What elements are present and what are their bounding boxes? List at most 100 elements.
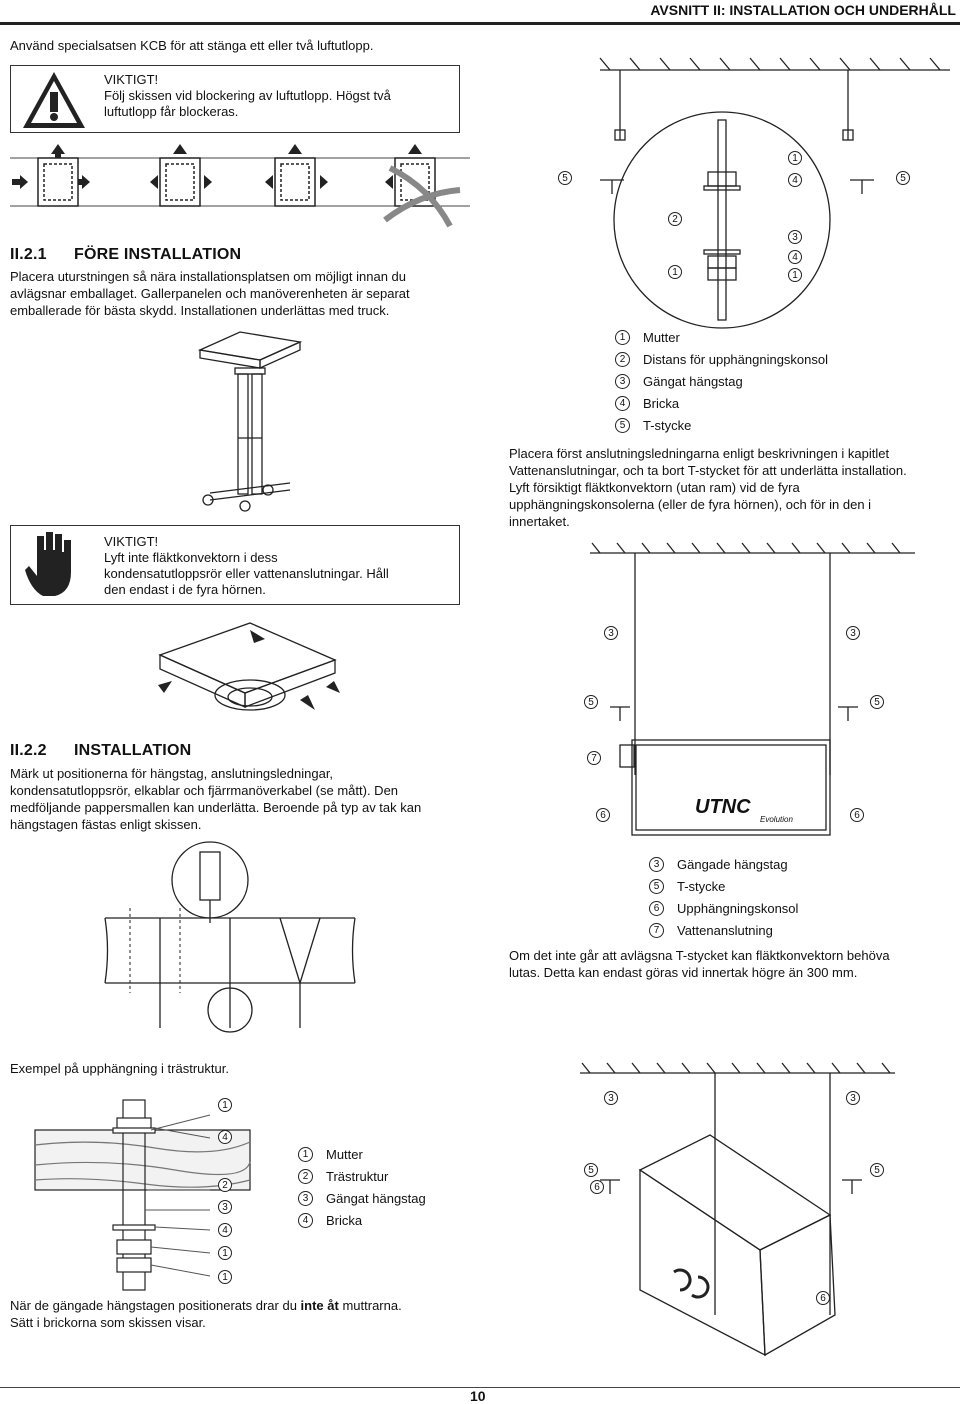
- hanger-rod-diagram: [599, 57, 950, 329]
- airflow-blocking-diagram: [10, 144, 470, 228]
- section-header-title: AVSNITT II: INSTALLATION OCH UNDERHÅLL: [650, 2, 956, 18]
- legend-number: 1: [615, 329, 630, 345]
- warning-triangle-icon: [23, 72, 85, 128]
- rod-label-2: 2: [668, 212, 682, 226]
- legend-label: Vattenanslutning: [677, 922, 773, 938]
- legend-number: 4: [615, 395, 630, 411]
- rod-label-1b: 1: [788, 268, 802, 282]
- bottom-label-5b: 5: [870, 1163, 884, 1177]
- legend-label: Distans för upphängningskonsol: [643, 351, 829, 367]
- bottom-label-5: 5: [584, 1163, 598, 1177]
- section2-title: INSTALLATION: [74, 742, 192, 759]
- mid-label-5: 5: [584, 695, 598, 709]
- legend-label: Gängat hängstag: [643, 373, 743, 389]
- wood-label: 3: [218, 1200, 232, 1214]
- legend-label: T-stycke: [643, 417, 692, 433]
- example-caption: Exempel på upphängning i trästruktur.: [10, 1061, 229, 1076]
- mid-label-5b: 5: [870, 695, 884, 709]
- bottom-label-6: 6: [590, 1180, 604, 1194]
- legend-number: 2: [615, 351, 630, 367]
- t-label-left: 5: [558, 171, 572, 185]
- legend-number: 3: [615, 373, 630, 389]
- nut-note-line2: Sätt i brickorna som skissen visar.: [10, 1315, 206, 1330]
- wood-label: 2: [218, 1178, 232, 1192]
- section1-line: avlägsnar emballaget. Gallerpanelen och …: [10, 286, 410, 301]
- legend-label: Bricka: [643, 395, 680, 411]
- legend-label: T-stycke: [677, 878, 726, 894]
- mid-label-7: 7: [587, 751, 601, 765]
- section2-line: hängstagen fästas enligt skissen.: [10, 817, 202, 832]
- section2-line: kondensatutloppsrör, elkablar och fjärrm…: [10, 783, 399, 798]
- warning2-line: Lyft inte fläktkonvektorn i dess: [104, 550, 278, 565]
- bottom-label-3: 3: [604, 1091, 618, 1105]
- right-para-line: upphängningskonsolerna (eller de fyra hö…: [509, 497, 872, 512]
- warning1-line1: Följ skissen vid blockering av luftutlop…: [104, 88, 391, 103]
- legend-label: Mutter: [643, 329, 680, 345]
- unit-corners-illustration: [158, 622, 340, 711]
- legend-label: Upphängningskonsol: [677, 900, 799, 916]
- section2-line: medföljande pappersmallen kan underlätta…: [10, 800, 422, 815]
- tilt-note-line: lutas. Detta kan endast göras vid innert…: [509, 965, 858, 980]
- legend-number: 1: [298, 1146, 313, 1162]
- page-number: 10: [470, 1388, 486, 1404]
- rod-label-1: 1: [788, 151, 802, 165]
- legend-number: 2: [298, 1168, 313, 1184]
- section2-number: II.2.2: [10, 742, 47, 759]
- bottom-label-3b: 3: [846, 1091, 860, 1105]
- warning2-title: VIKTIGT!: [104, 534, 159, 549]
- unit-installation-diagram: [590, 542, 915, 836]
- legend-number: 3: [298, 1190, 313, 1206]
- tilted-unit-diagram: [580, 1062, 895, 1357]
- warning1-line2: luftutlopp får blockeras.: [104, 104, 239, 119]
- wood-structure-diagram: [34, 1099, 251, 1291]
- hand-stop-icon: [25, 532, 71, 596]
- right-para-line: innertaket.: [509, 514, 570, 529]
- legend-number: 5: [649, 878, 664, 894]
- right-para-line: Placera först anslutningsledningarna enl…: [509, 446, 890, 461]
- wood-label: 4: [218, 1223, 232, 1237]
- nut-note-line1: När de gängade hängstagen positionerats …: [10, 1298, 402, 1313]
- mid-label-3: 3: [604, 626, 618, 640]
- brand-logo: UTNC: [695, 796, 751, 818]
- legend-number: 3: [649, 856, 664, 872]
- lift-truck-illustration: [197, 331, 303, 512]
- section1-number: II.2.1: [10, 246, 47, 263]
- section1-line: Placera uturstningen så nära installatio…: [10, 269, 407, 284]
- legend-label: Gängat hängstag: [326, 1190, 426, 1206]
- legend-number: 7: [649, 922, 664, 938]
- ceiling-anchor-diagram: [104, 841, 356, 1033]
- wood-label: 1: [218, 1098, 232, 1112]
- t-label-right: 5: [896, 171, 910, 185]
- legend-number: 5: [615, 417, 630, 433]
- bottom-label-6b: 6: [816, 1291, 830, 1305]
- warning-box-airflow: VIKTIGT! Följ skissen vid blockering av …: [10, 65, 460, 133]
- footer-divider: [0, 1387, 960, 1388]
- legend-label: Mutter: [326, 1146, 363, 1162]
- legend-number: 6: [649, 900, 664, 916]
- legend-install-parts: 3 Gängade hängstag 5 T-stycke 6 Upphängning…: [649, 853, 798, 941]
- rod-label-4b: 4: [788, 250, 802, 264]
- warning1-title: VIKTIGT!: [104, 72, 159, 87]
- mid-label-3b: 3: [846, 626, 860, 640]
- rod-label-3: 3: [788, 230, 802, 244]
- brand-sub: Evolution: [760, 815, 793, 824]
- mid-label-6b: 6: [850, 808, 864, 822]
- legend-label: Trästruktur: [326, 1168, 389, 1184]
- mid-label-6: 6: [596, 808, 610, 822]
- wood-label: 1: [218, 1270, 232, 1284]
- wood-label: 4: [218, 1130, 232, 1144]
- rod-label-1c: 1: [668, 265, 682, 279]
- wood-label: 1: [218, 1246, 232, 1260]
- right-para-line: Lyft försiktigt fläktkonvektorn (utan ra…: [509, 480, 800, 495]
- rod-label-4: 4: [788, 173, 802, 187]
- section1-title: FÖRE INSTALLATION: [74, 246, 242, 263]
- legend-label: Gängade hängstag: [677, 856, 788, 872]
- legend-label: Bricka: [326, 1212, 363, 1228]
- tilt-note-line: Om det inte går att avlägsna T-stycket k…: [509, 948, 890, 963]
- section1-line: emballerade för bästa skydd. Installatio…: [10, 303, 390, 318]
- warning-box-lift: VIKTIGT! Lyft inte fläktkonvektorn i des…: [10, 525, 460, 605]
- warning2-line: den endast i de fyra hörnen.: [104, 582, 266, 597]
- intro-text: Använd specialsatsen KCB för att stänga …: [10, 38, 374, 53]
